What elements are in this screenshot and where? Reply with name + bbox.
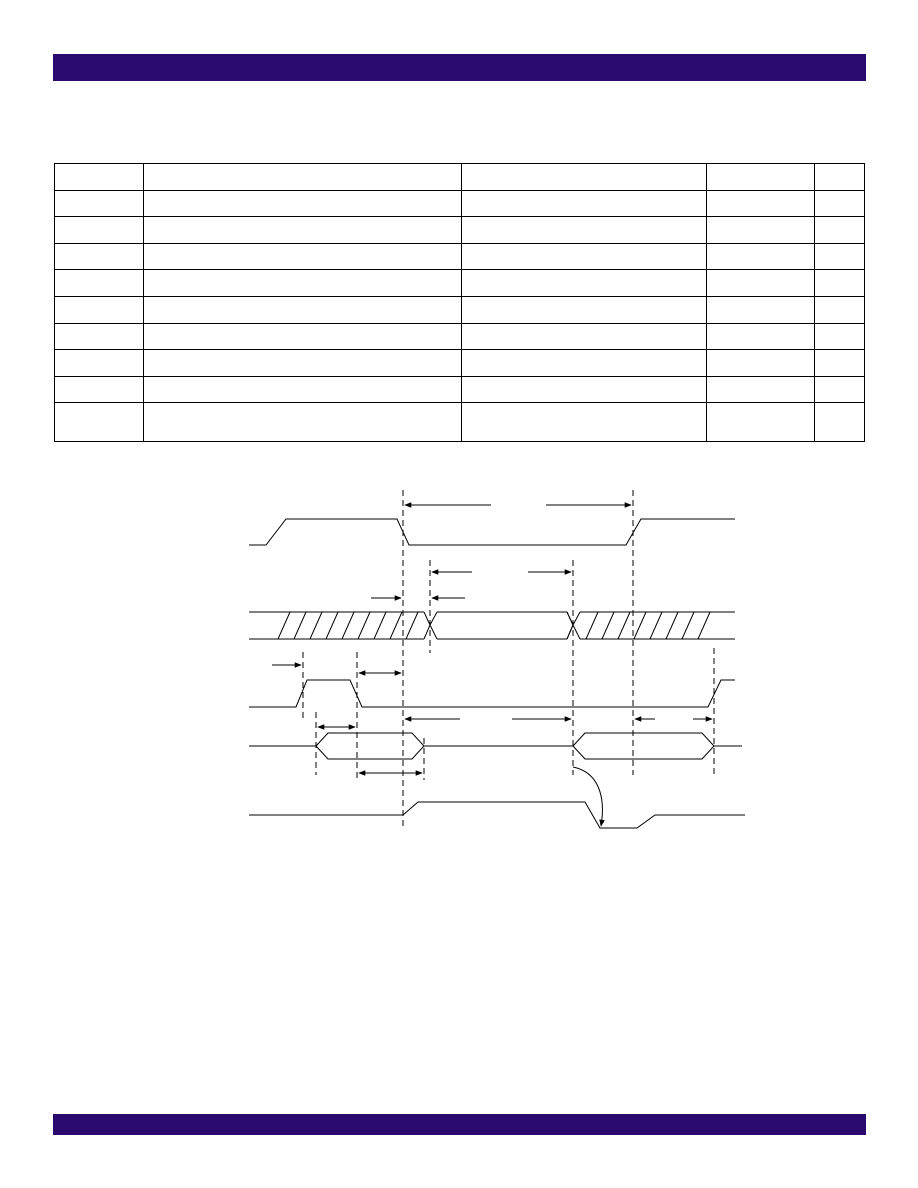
table-cell bbox=[814, 295, 865, 324]
table-cell bbox=[461, 295, 707, 324]
table-row bbox=[54, 402, 865, 443]
table-cell bbox=[143, 216, 462, 244]
timing-parameter-table bbox=[54, 163, 865, 443]
table-cell bbox=[54, 349, 144, 377]
table-cell bbox=[706, 295, 815, 324]
footer-band bbox=[53, 1114, 866, 1135]
signal-4-bus bbox=[249, 732, 742, 760]
table-cell bbox=[461, 242, 707, 271]
table-cell bbox=[461, 216, 707, 244]
table-cell bbox=[54, 402, 144, 443]
table-cell bbox=[54, 242, 144, 271]
table-cell bbox=[814, 269, 865, 297]
table-row bbox=[54, 375, 865, 404]
signal-5-waveform bbox=[249, 801, 745, 829]
table-cell bbox=[143, 402, 462, 443]
table-row bbox=[54, 242, 865, 271]
table-row bbox=[54, 189, 865, 218]
table-cell bbox=[143, 189, 462, 218]
signal-3-waveform bbox=[249, 679, 735, 708]
table-cell bbox=[706, 322, 815, 351]
signal-1-waveform bbox=[249, 518, 735, 546]
table-row bbox=[54, 295, 865, 324]
table-cell bbox=[143, 375, 462, 404]
reference-lines bbox=[302, 490, 715, 828]
table-row bbox=[54, 349, 865, 377]
timing-arrows bbox=[272, 502, 713, 776]
table-cell bbox=[814, 375, 865, 404]
table-cell bbox=[143, 295, 462, 324]
table-row bbox=[54, 322, 865, 351]
signal-2-bus bbox=[249, 611, 735, 640]
table-cell bbox=[814, 242, 865, 271]
table-cell bbox=[706, 402, 815, 443]
table-cell bbox=[461, 349, 707, 377]
table-cell bbox=[54, 163, 144, 191]
table-cell bbox=[54, 189, 144, 218]
causal-arrow bbox=[572, 766, 605, 827]
header-band bbox=[53, 54, 866, 81]
hatch-region-2 bbox=[585, 611, 711, 640]
table-cell bbox=[814, 216, 865, 244]
table-cell bbox=[814, 322, 865, 351]
table-cell bbox=[706, 189, 815, 218]
hatch-region-1 bbox=[277, 611, 419, 640]
table-cell bbox=[54, 375, 144, 404]
table-cell bbox=[814, 402, 865, 443]
table-cell bbox=[814, 189, 865, 218]
table-cell bbox=[461, 189, 707, 218]
table-cell bbox=[143, 163, 462, 191]
table-cell bbox=[461, 402, 707, 443]
